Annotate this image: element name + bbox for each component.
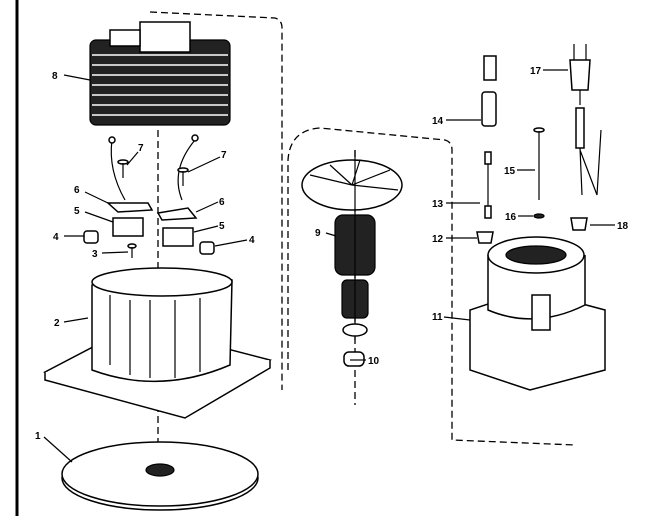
brush-right: [162, 227, 194, 247]
leader-lines: [43, 69, 615, 463]
brush-clip-right: [156, 207, 198, 221]
label-brush-clip-left: 6: [74, 185, 80, 196]
grommet-left: [476, 231, 494, 244]
label-screw-right: 7: [221, 150, 227, 161]
brush-clip-left: [106, 202, 154, 213]
label-brush-left: 5: [74, 206, 80, 217]
power-cord: [569, 44, 602, 196]
screw-right: [177, 167, 189, 186]
washer: [533, 213, 545, 219]
disc: [61, 441, 259, 511]
label-washer: 16: [505, 212, 517, 223]
dashed-guide-right: [287, 127, 576, 446]
label-disc: 1: [35, 431, 41, 442]
long-screw: [533, 127, 545, 200]
switch-sleeve: [481, 55, 497, 127]
motor-frame: [42, 267, 272, 419]
bearing: [343, 351, 365, 367]
label-brush-right: 5: [219, 221, 225, 232]
dashed-guide-left: [149, 11, 283, 390]
wire-terminal-left: [108, 136, 116, 144]
label-screw-left: 7: [138, 143, 144, 154]
label-bearing: 10: [368, 356, 380, 367]
label-field-assembly: 8: [52, 71, 58, 82]
label-cap-left: 4: [53, 232, 59, 243]
label-cap-right: 4: [249, 235, 255, 246]
label-brush-clip-right: 6: [219, 197, 225, 208]
field-assembly: [89, 21, 231, 126]
cap-right: [199, 241, 215, 255]
screw-small: [127, 243, 137, 258]
lead-wire: [484, 151, 492, 219]
cap-left: [83, 230, 99, 244]
wire-left: [110, 139, 126, 201]
label-lead-wire: 13: [432, 199, 444, 210]
grommet-right: [570, 217, 588, 231]
brush-left: [112, 217, 144, 237]
label-screw-small: 3: [92, 249, 98, 260]
wire-terminal-right: [191, 134, 199, 142]
label-grommet-right: 18: [617, 221, 629, 232]
label-housing: 11: [432, 312, 443, 323]
label-power-cord: 17: [530, 66, 542, 77]
screw-left: [117, 159, 129, 178]
label-switch-sleeve: 14: [432, 116, 444, 127]
label-grommet-left: 12: [432, 234, 444, 245]
housing: [469, 236, 606, 391]
label-armature: 9: [315, 228, 321, 239]
armature: [301, 150, 403, 340]
label-long-screw: 15: [504, 166, 516, 177]
label-motor-frame: 2: [54, 318, 60, 329]
